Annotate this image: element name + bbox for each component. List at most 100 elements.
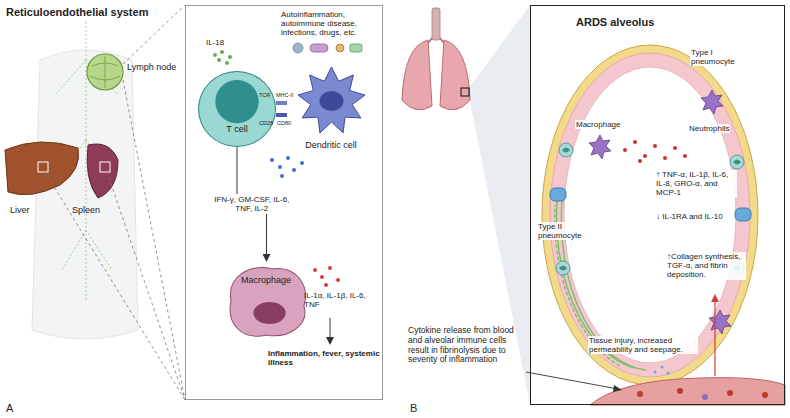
alveolus-wall [542, 45, 758, 385]
il18-dots [213, 53, 217, 57]
il18-dots [220, 50, 224, 54]
liver-organ [5, 142, 79, 195]
cytokine-dots [300, 161, 304, 165]
alveolar-cytokine-dots [683, 154, 687, 158]
fibrosis-label: ↑Collagen synthesis, TGF-α, and fibrin d… [666, 252, 746, 280]
macrophage-cytokine-dots [336, 278, 340, 282]
alveolar-macrophages [709, 310, 731, 334]
lungs [402, 40, 432, 110]
macrophage-cytokine-dots [313, 268, 317, 272]
panel-ground [530, 5, 785, 405]
alveolar-cytokine-dots [633, 140, 637, 144]
zoom-dashed-lines [107, 172, 185, 400]
pathogen-icons [293, 43, 362, 53]
type-ii-cells [735, 208, 751, 221]
receptor-pairs [276, 101, 287, 105]
alveolar-macrophages [701, 90, 723, 114]
fibrosis-arrow [711, 294, 719, 376]
alveolar-cytokine-dots [638, 159, 642, 163]
panel-letter: A [6, 402, 13, 415]
leader-arrow [613, 385, 622, 392]
cell-label: Type I pneumocyte [690, 48, 754, 66]
output-arrow [326, 318, 334, 345]
cytokine-label: IL-1α, IL-1β, IL-6, TNF [304, 291, 380, 309]
cell-label: Neutrophils [688, 124, 730, 133]
lungs [461, 88, 469, 96]
alveolus-wall [564, 67, 736, 363]
cytokine-dots [286, 156, 290, 160]
organ-label: Liver [10, 205, 30, 215]
seepage-dots [667, 372, 670, 375]
blood-vessel [637, 391, 643, 397]
zoom-dashed-lines [45, 5, 185, 400]
injury-label: Tissue injury, increased permeability an… [588, 336, 698, 354]
cytokine-dots [270, 158, 274, 162]
receptor-label: MHC-II [276, 92, 293, 98]
alveolus-wall [542, 45, 758, 385]
lungs [402, 8, 470, 110]
inset-ground [185, 5, 383, 400]
node-label: Dendritic cell [286, 140, 376, 150]
neutrophil-cells [559, 266, 567, 271]
alveolar-cytokine-dots [663, 156, 667, 160]
cytokine-label: ↑ TNF-α, IL-1β, IL-6, IL-8, GRO-α, and M… [655, 170, 737, 198]
edge-label: IFN-γ, GM-CSF, IL-6, TNF, IL-2 [207, 194, 297, 214]
liver-organ [38, 162, 48, 172]
output-arrow [326, 337, 334, 345]
lungs [432, 8, 440, 40]
organ-label: Lymph node [127, 62, 176, 72]
alveolar-macrophages [589, 135, 611, 159]
pathogen-icons [293, 43, 303, 53]
il18-dots [225, 61, 229, 65]
outcome-label: Inflammation, fever, systemic illness [268, 349, 380, 367]
il18-dots [213, 50, 232, 65]
panel-letter: B [410, 402, 417, 415]
cytokine-dots [280, 174, 284, 178]
node-label: ARDS alveolus [576, 16, 736, 29]
alveolar-cytokine-dots [623, 148, 627, 152]
zoom-dashed-lines [45, 172, 185, 400]
alveolar-cytokine-dots [653, 144, 657, 148]
macrophage-nucleus [253, 302, 285, 324]
pathogen-icons [350, 44, 362, 52]
receptor-label: CD80 [277, 120, 291, 126]
blood-vessel [677, 388, 683, 394]
pathogen-icons [310, 44, 328, 52]
macrophage-cytokine-dots [313, 266, 340, 287]
output-arrow [330, 318, 331, 338]
cell-label: Type II pneumocyte [537, 222, 591, 240]
inset-ground [185, 5, 383, 400]
blood-vessel [702, 394, 708, 400]
il18-dots [228, 55, 232, 59]
seepage-dots [654, 371, 657, 374]
seepage-dots [654, 366, 670, 375]
panel-ground [530, 5, 785, 405]
alveolus-wall [550, 53, 750, 377]
trigger-note: Autoinflammation, autoimmune disease, in… [281, 10, 381, 38]
cytokine-label: IL-18 [206, 38, 224, 47]
cytokine-dots [270, 156, 304, 178]
type-ii-cells [550, 188, 566, 201]
pathogen-icons [336, 44, 344, 52]
dendritic-nucleus [320, 91, 344, 111]
lymph-node-organ [87, 54, 123, 90]
fibrosis-arrow [714, 300, 715, 376]
macrophage-cytokine-dots [324, 283, 328, 287]
seepage-dots [661, 366, 664, 369]
organ-label: Spleen [72, 205, 100, 215]
cytokine-dots [278, 165, 282, 169]
receptor-label: TCR [259, 92, 270, 98]
macrophage-cytokine-dots [328, 266, 332, 270]
leader-arrow [526, 372, 618, 389]
cytokine-dots [292, 168, 296, 172]
fibrosis-arrow [711, 294, 719, 302]
alveolar-cytokine-dots [623, 140, 687, 163]
alveolar-cytokine-dots [643, 154, 647, 158]
blood-vessel [762, 392, 768, 398]
panel-title: Reticuloendothelial system [6, 6, 148, 19]
lymph-node-organ [87, 54, 123, 90]
cytokine-label: ↓ IL-1RA and IL-10 [655, 212, 724, 221]
dendritic-cell: Dendritic cell [286, 63, 377, 158]
node-label: Macrophage [221, 275, 311, 285]
